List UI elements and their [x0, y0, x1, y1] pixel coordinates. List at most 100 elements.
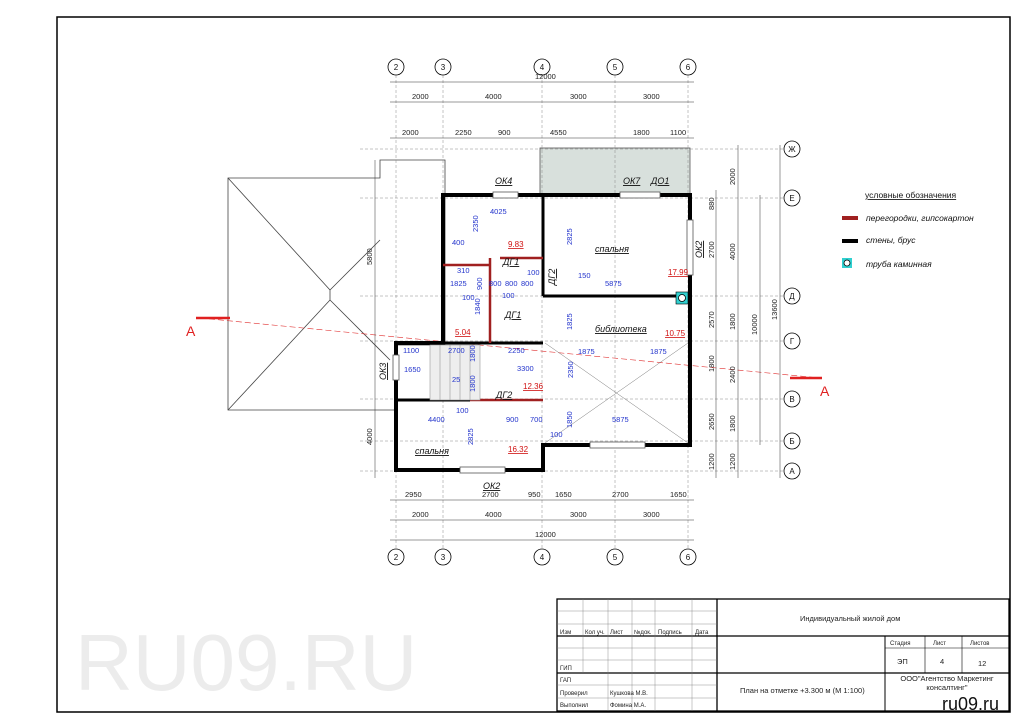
inner-dimensions: 4025 2350 400 310 1825 900 800 800 800 1… [403, 207, 667, 445]
drawing-axes_columns-4: 6 [686, 63, 691, 72]
drawing-inner_dims-4: 1825 [450, 279, 467, 288]
legend-items-1-label: стены, брус [866, 235, 916, 245]
drawing-inner_dims-31: 900 [506, 415, 519, 424]
title_block-roles-3-role: Выполнил [560, 703, 589, 709]
drawing-inner_dims-8: 800 [521, 279, 534, 288]
title-block-text: Изм Кол уч. Лист №док. Подпись Дата Инди… [560, 614, 999, 714]
drawing-openings-7: ДГ1 [504, 310, 521, 320]
drawing-inner_dims-23: 25 [452, 375, 460, 384]
drawing-openings-3: ОК2 [694, 241, 704, 258]
drawing-right_dims_axes-0: 2000 [728, 168, 737, 185]
drawing-right_dims_outer-2: 2570 [707, 311, 716, 328]
staircase [429, 344, 481, 401]
drawing-inner_dims-3: 310 [457, 266, 470, 275]
drawing-axes_columns-1: 3 [441, 553, 446, 562]
drawing-axes_rows-4: В [789, 395, 794, 404]
drawing-inner_dims-35: 5875 [612, 415, 629, 424]
drawing-inner_dims-29: 100 [456, 406, 469, 415]
drawing-top_dims_detail-4: 1800 [633, 128, 650, 137]
drawing-top_dims_axes-3: 3000 [643, 92, 660, 101]
drawing-top_dims_total: 12000 [535, 72, 556, 81]
drawing-right_dims_axes-5: 1200 [728, 453, 737, 470]
drawing-axes_columns-0: 2 [394, 553, 399, 562]
legend: условные обозначения перегородки, гипсок… [842, 190, 974, 269]
drawing-axes_columns-2: 4 [540, 63, 545, 72]
drawing-inner_dims-34: 100 [550, 430, 563, 439]
title_block-headers-4: Подпись [658, 630, 682, 636]
opening-labels: ОК4 ОК7 ДО1 ОК2 ОК3 ОК2 ДГ1 ДГ1 ДГ2 ДГ2 [378, 176, 704, 491]
legend-items-2-label: труба каминная [866, 259, 932, 269]
drawing-inner_dims-20: 2250 [508, 346, 525, 355]
title_block-sheets: 12 [978, 659, 986, 668]
section-line [199, 317, 821, 379]
title_block-roles-2-name: Кушкова М.В. [610, 691, 648, 697]
drawing-bottom_dims_axes-3: 3000 [643, 510, 660, 519]
drawing-inner_dims-27: 2350 [566, 361, 575, 378]
windows [392, 191, 694, 474]
drawing-bottom_dims_detail-4: 2700 [612, 490, 629, 499]
title_block-stage: ЭП [897, 657, 908, 666]
drawing-inner_dims-6: 800 [489, 279, 502, 288]
drawing-areas_other-0: 9.83 [508, 240, 524, 249]
drawing-axes_columns-0: 2 [394, 63, 399, 72]
drawing-bottom_dims_axes-2: 3000 [570, 510, 587, 519]
drawing-axes_rows-5: Б [789, 437, 794, 446]
title_block-sheets_label: Листов [970, 641, 990, 647]
drawing-top_dims_detail-1: 2250 [455, 128, 472, 137]
drawing-bottom_dims_detail-0: 2950 [405, 490, 422, 499]
drawing-inner_dims-19: 1800 [468, 345, 477, 362]
drawing-right_dims_axes-4: 1800 [728, 415, 737, 432]
site-watermark: ru09.ru [942, 694, 999, 714]
chimney-pipe-hole [678, 294, 686, 302]
drawing-right_dims_outer-0: 880 [707, 197, 716, 210]
drawing-openings-4: ОК3 [378, 363, 388, 380]
drawing-inner_dims-16: 1825 [565, 313, 574, 330]
title_block-roles-2-role: Проверил [560, 691, 588, 697]
drawing-inner_dims-18: 2700 [448, 346, 465, 355]
title-block [556, 598, 1010, 712]
drawing-inner_dims-2: 400 [452, 238, 465, 247]
title_block-headers-5: Дата [695, 630, 709, 636]
drawing-section_mark: А [820, 383, 830, 399]
drawing-openings-0: ОК4 [495, 176, 512, 186]
drawing-bottom_dims_axes-1: 4000 [485, 510, 502, 519]
drawing-left_dims-0: 5800 [365, 248, 374, 265]
drawing-rooms-2-name: спальня [415, 446, 449, 456]
drawing-top_dims_axes-1: 4000 [485, 92, 502, 101]
watermark: RU09.RU [75, 618, 417, 707]
drawing-inner_dims-14: 150 [578, 271, 591, 280]
company-name: ООО"Агентство Маркетинг консалтинг" [900, 674, 994, 692]
drawing-bottom_dims_detail-2: 950 [528, 490, 541, 499]
drawing-axes_columns-2: 4 [540, 553, 545, 562]
drawing-areas_other-1: 5.04 [455, 328, 471, 337]
void-cross [544, 342, 689, 444]
dimension-texts: 12000 2000 4000 3000 3000 2000 2250 900 4550 18… [365, 72, 779, 539]
drawing-bottom_dims_detail-5: 1650 [670, 490, 687, 499]
drawing-openings-5: ОК2 [483, 481, 500, 491]
drawing-axes_rows-6: А [789, 467, 795, 476]
axis-markers [387, 58, 801, 566]
title_block-sheet: 4 [940, 657, 944, 666]
drawing-inner_dims-24: 1800 [468, 375, 477, 392]
partitions [443, 256, 543, 402]
drawing-right_dims_outer-4: 2650 [707, 413, 716, 430]
drawing-top_dims_detail-3: 4550 [550, 128, 567, 137]
title_block-project: Индивидуальный жилой дом [800, 614, 900, 623]
grid-lines [360, 75, 783, 548]
drawing-bottom_dims_detail-3: 1650 [555, 490, 572, 499]
drawing-top_dims_detail-5: 1100 [670, 128, 686, 137]
drawing-inner_dims-9: 100 [527, 268, 540, 277]
drawing-axes_rows-1: Е [789, 194, 794, 203]
drawing-top_dims_detail-2: 900 [498, 128, 511, 137]
legend-items-0-label: перегородки, гипсокартон [866, 213, 974, 223]
room-labels: спальня 17.99 библиотека 10.75 спальня 1… [415, 240, 689, 456]
drawing-inner_dims-30: 2825 [466, 428, 475, 445]
drawing-inner_dims-25: 1875 [578, 347, 595, 356]
drawing-bottom_dims_axes-0: 2000 [412, 510, 429, 519]
drawing-top_dims_axes-0: 2000 [412, 92, 429, 101]
title_block-sheet_title: План на отметке +3.300 м (М 1:100) [740, 686, 865, 695]
drawing-areas_other-2: 12.36 [523, 382, 544, 391]
drawing-axes_columns-3: 5 [613, 553, 618, 562]
section-marks: А А [186, 316, 830, 399]
